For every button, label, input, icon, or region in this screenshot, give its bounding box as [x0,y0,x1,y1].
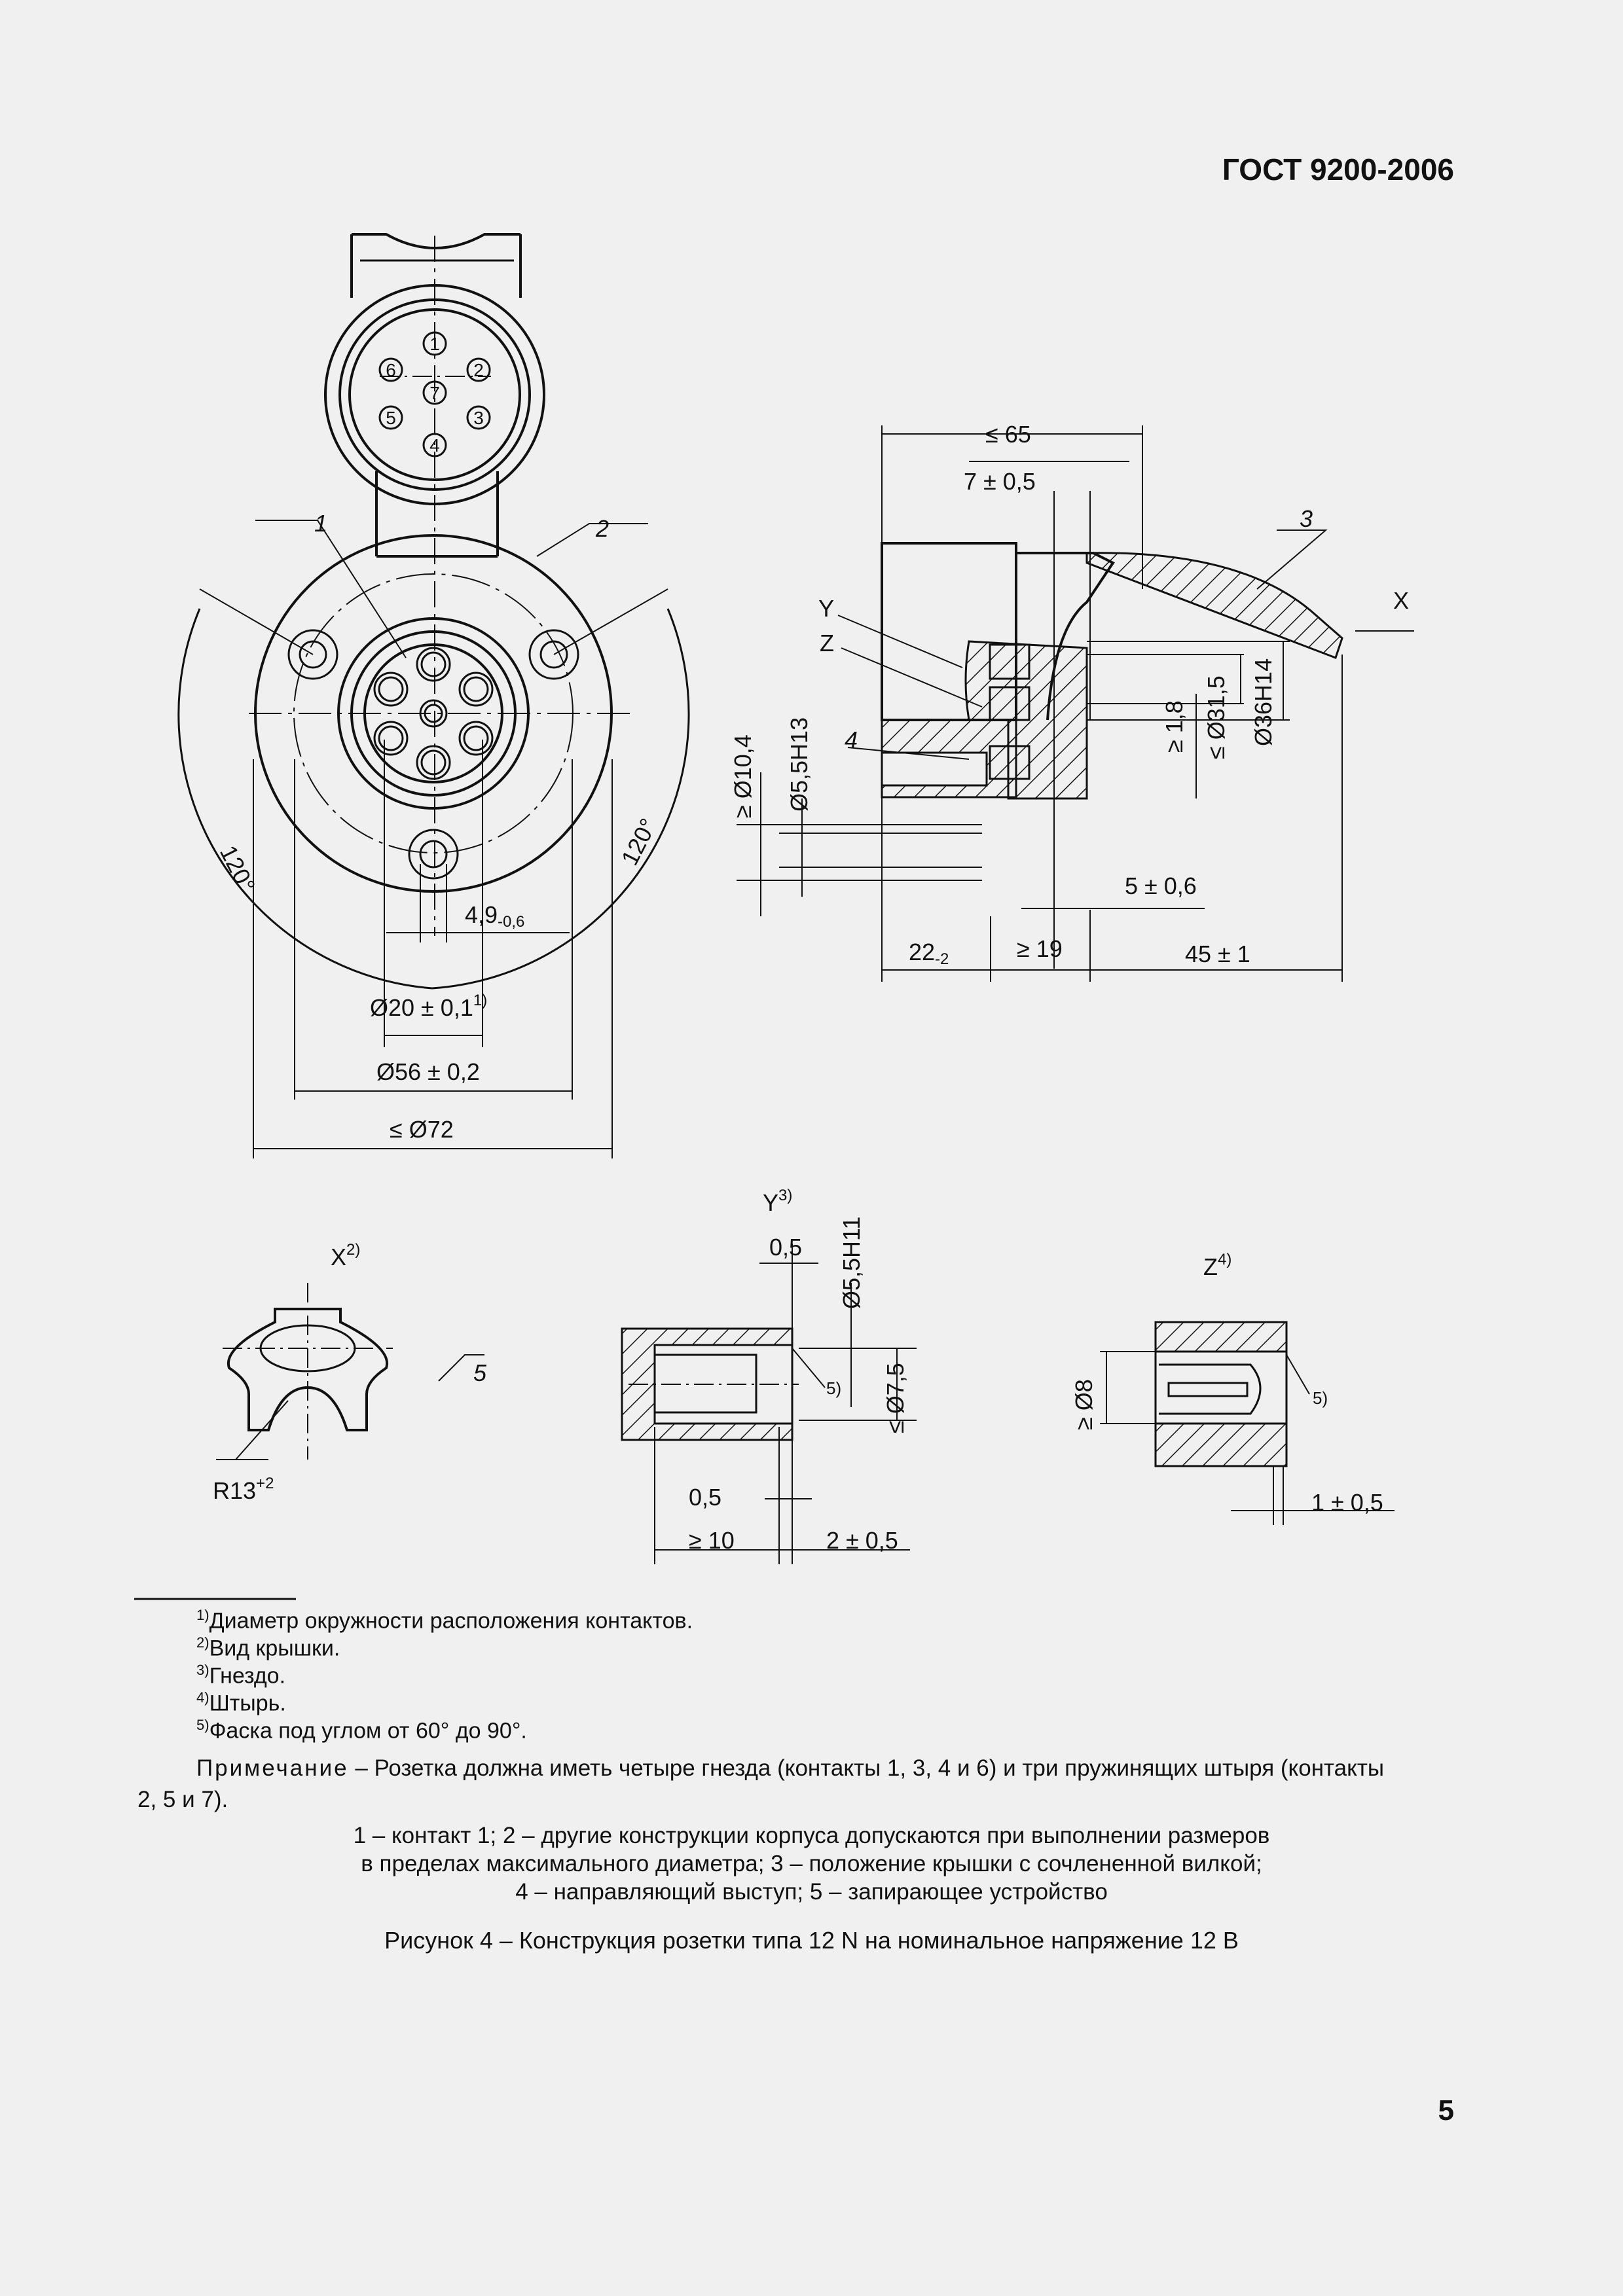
callout-x: X [1393,587,1409,614]
dim-y-l2: 2 ± 0,5 [826,1527,898,1554]
callout-z: Z [820,630,834,656]
chamfer-note-y: 5) [826,1378,841,1398]
detail-y: Y3) 0,5 Ø5,5H11 ≤ Ø7,5 5) 0,5 ≥ 10 2 ± 0… [621,1187,917,1564]
callout-2: 2 [595,515,609,542]
callout-5: 5 [473,1359,487,1386]
page-number: 5 [1438,2094,1454,2126]
callout-3: 3 [1300,505,1313,532]
dim-d315: ≤ Ø31,5 [1203,675,1230,759]
dim-d55: Ø5,5H13 [786,717,812,812]
dim-l22: 22-2 [909,939,949,968]
detail-z: Z4) ≥ Ø8 5) 1 ± 0,5 [1070,1251,1395,1525]
angle-right: 120° [616,814,662,870]
dim-z-l1: 1 ± 0,5 [1311,1489,1383,1516]
dim-radius: R13+2 [213,1475,274,1504]
dim-pitch: 4,9-0,6 [465,901,524,931]
footnote-2: 2)Вид крышки. [196,1634,340,1661]
detail-y-title: Y3) [763,1187,792,1216]
dim-y-l10: ≥ 10 [689,1527,735,1554]
dim-h18: ≥ 1,8 [1161,700,1188,753]
dim-d56: Ø56 ± 0,2 [376,1058,480,1085]
contact-label-3: 3 [473,408,484,428]
dim-d72: ≤ Ø72 [390,1116,454,1143]
contact-label-4: 4 [429,435,440,456]
dim-cover: 7 ± 0,5 [964,468,1036,495]
dim-d36: Ø36H14 [1250,658,1277,746]
dim-y-d75: ≤ Ø7,5 [882,1363,909,1433]
dim-d10: ≥ Ø10,4 [729,734,756,818]
front-view: 1 2 3 4 5 6 7 [177,233,690,1158]
contact-label-1: 1 [429,334,440,354]
dim-y-bot: 0,5 [689,1484,721,1511]
side-view: ≤ 65 7 ± 0,5 3 4 Y Z X ≥ Ø10,4 Ø5,5H13 ≥… [729,421,1414,982]
document-header: ГОСТ 9200-2006 [1222,152,1454,187]
contact-number-circles [378,331,491,457]
dim-z-d8: ≥ Ø8 [1070,1379,1097,1430]
callout-y: Y [818,595,834,622]
chamfer-note-z: 5) [1313,1388,1328,1408]
legend-line-2: в пределах максимального диаметра; 3 – п… [361,1851,1262,1876]
dim-gap5: 5 ± 0,6 [1125,872,1197,899]
callout-1: 1 [314,510,327,537]
footnote-3: 3)Гнездо. [196,1662,286,1689]
callout-4: 4 [845,726,858,753]
note-paragraph: Примечание – Розетка должна иметь четыре… [137,1755,1385,1812]
footnote-1: 1)Диаметр окружности расположения контак… [196,1607,693,1634]
dim-y-top: 0,5 [769,1234,802,1261]
detail-z-title: Z4) [1203,1251,1231,1280]
contact-label-7: 7 [429,383,440,403]
dim-l45: 45 ± 1 [1185,941,1250,967]
footnote-5: 5)Фаска под углом от 60° до 90°. [196,1717,527,1744]
legend-line-3: 4 – направляющий выступ; 5 – запирающее … [515,1879,1108,1905]
legend-line-1: 1 – контакт 1; 2 – другие конструкции ко… [353,1823,1270,1848]
contact-label-2: 2 [473,360,484,380]
dim-length: ≤ 65 [985,421,1031,448]
dim-y-d55: Ø5,5H11 [838,1217,865,1309]
figure-caption: Рисунок 4 – Конструкция розетки типа 12 … [384,1927,1239,1954]
dim-contact-circle: Ø20 ± 0,11) [370,992,487,1021]
contact-label-5: 5 [386,408,396,428]
footnote-4: 4)Штырь. [196,1689,286,1716]
detail-x-title: X2) [331,1241,360,1270]
contact-label-6: 6 [386,360,396,380]
dim-l19: ≥ 19 [1017,935,1063,962]
detail-x: X2) 5 R13+2 [213,1241,487,1504]
